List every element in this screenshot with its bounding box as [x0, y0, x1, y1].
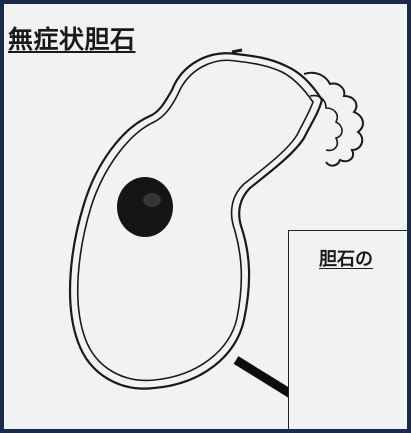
gallstone	[117, 177, 173, 237]
zoom-inset-box: 胆石の	[288, 230, 407, 429]
gallbladder-outline-outer	[68, 52, 324, 390]
cystic-duct	[303, 71, 364, 167]
paper-sheet: 無症状胆石 胆石の	[4, 4, 407, 429]
top-mark	[231, 48, 243, 54]
inset-label: 胆石の	[319, 249, 373, 270]
gallbladder-outline-inner	[76, 59, 314, 382]
cystic-duct-inner	[309, 94, 343, 152]
diagram-title: 無症状胆石	[8, 25, 136, 54]
gallstone-highlight	[143, 193, 161, 207]
